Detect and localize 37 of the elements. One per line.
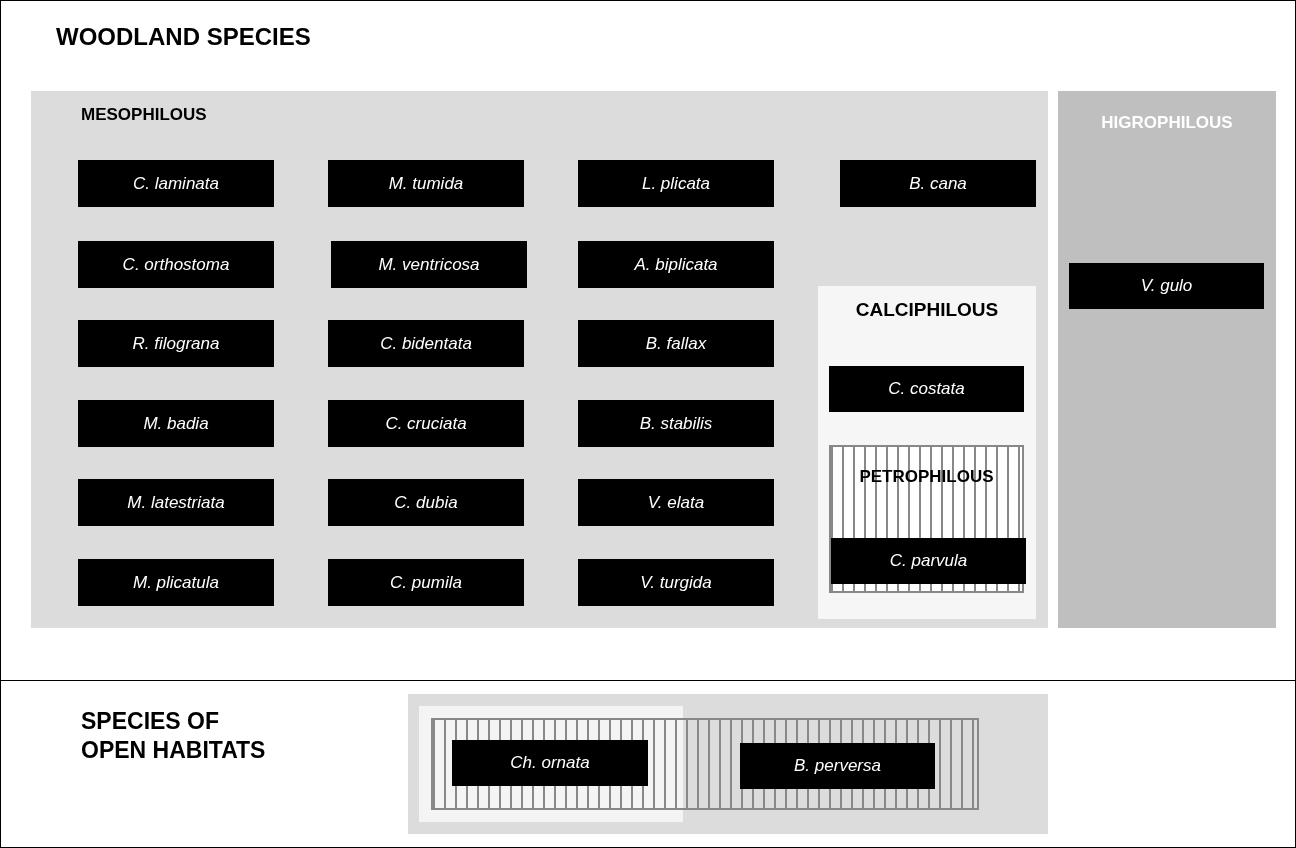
section-frame (0, 680, 1296, 848)
species-box: L. plicata (578, 160, 774, 207)
panel-heading: PETROPHILOUS (858, 467, 995, 487)
species-box: R. filograna (78, 320, 274, 367)
panel-heading: WOODLAND SPECIES (56, 23, 311, 51)
hatched-panel (829, 445, 1024, 593)
species-box: V. gulo (1069, 263, 1264, 309)
species-box: M. ventricosa (331, 241, 527, 288)
habitat-panel (1058, 91, 1276, 628)
species-box: C. cruciata (328, 400, 524, 447)
panel-heading: HIGROPHILOUS (1100, 113, 1234, 133)
species-box: C. bidentata (328, 320, 524, 367)
panel-heading: CALCIPHILOUS (854, 299, 1000, 321)
group-box (408, 694, 1048, 834)
habitat-panel (818, 286, 1036, 619)
species-box: A. biplicata (578, 241, 774, 288)
species-box: C. costata (829, 366, 1024, 412)
species-box: B. stabilis (578, 400, 774, 447)
species-box: M. latestriata (78, 479, 274, 526)
species-box: M. tumida (328, 160, 524, 207)
species-box: C. pumila (328, 559, 524, 606)
species-box: M. badia (78, 400, 274, 447)
species-box: B. perversa (740, 743, 935, 789)
species-box: C. parvula (831, 538, 1026, 584)
panel-heading: MESOPHILOUS (81, 105, 207, 125)
species-box: M. plicatula (78, 559, 274, 606)
section-frame (0, 0, 1296, 681)
species-box: C. laminata (78, 160, 274, 207)
habitat-panel (31, 91, 1048, 628)
species-box: V. turgida (578, 559, 774, 606)
species-box: Ch. ornata (452, 740, 648, 786)
species-box: B. fallax (578, 320, 774, 367)
species-box: C. dubia (328, 479, 524, 526)
species-box: B. cana (840, 160, 1036, 207)
species-box: C. orthostoma (78, 241, 274, 288)
panel-heading: SPECIES OF OPEN HABITATS (81, 707, 267, 765)
species-box: V. elata (578, 479, 774, 526)
